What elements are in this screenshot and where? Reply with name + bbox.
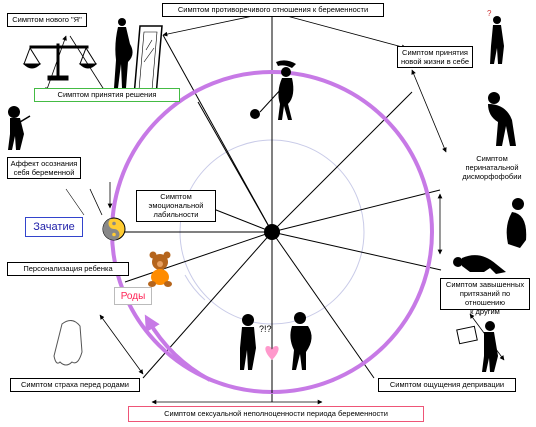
heart-icon — [265, 346, 279, 360]
sexual-label: Симптом сексуальной неполноценности пери… — [128, 406, 424, 422]
claims-label: Симптом завышенных притязаний по отношен… — [440, 278, 530, 316]
cycle-arrow — [144, 314, 211, 382]
personalization-label: Персонализация ребенка — [7, 262, 129, 276]
deprivation-label: Симптом ощущения депривации — [378, 378, 516, 392]
dysmorph-label: Симптом перинатальной дисморфофобии — [452, 153, 532, 181]
svg-text:?: ? — [487, 9, 492, 18]
conception-label: Зачатие — [25, 217, 83, 237]
dysmorph-line-2: перинатальной — [465, 163, 519, 172]
affect-label: Аффект осознания себя беременной — [7, 157, 81, 179]
claims-line-2: притязаний по отношению — [459, 289, 511, 307]
decision-label: Симптом принятия решения — [34, 88, 180, 102]
teddy-bear-icon — [148, 251, 172, 287]
ghost-icon — [53, 320, 83, 366]
shouting-figure-icon — [8, 106, 31, 150]
contemplating-woman-icon — [506, 198, 527, 248]
pregnant-woman-icon — [114, 18, 133, 88]
center-dot — [264, 224, 280, 240]
emotional-line-3: лабильности — [153, 210, 199, 219]
sad-woman-icon — [488, 92, 516, 146]
woman-with-ball-icon — [250, 60, 296, 120]
spokes — [118, 16, 442, 402]
emotional-lability-label: Симптом эмоциональной лабильности — [136, 190, 216, 222]
claims-line-1: Симптом завышенных — [445, 280, 525, 289]
new-self-label: Симптом нового "Я" — [7, 13, 87, 27]
yin-yang-icon — [102, 217, 126, 241]
mirror-icon — [133, 25, 163, 97]
inner-arrow — [184, 274, 206, 301]
new-life-label: Симптом принятия новой жизни в себе — [397, 46, 473, 68]
birth-label: Роды — [114, 287, 152, 305]
confused-woman-icon: ? — [487, 9, 504, 64]
emotional-line-1: Симптом — [160, 192, 192, 201]
new-life-line-1: Симптом принятия — [402, 48, 468, 57]
svg-text:?!?: ?!? — [259, 324, 272, 334]
couple-icon: ?!? — [240, 312, 312, 370]
dysmorph-line-3: дисморфофобии — [462, 172, 522, 181]
scales-icon — [22, 43, 98, 81]
affect-line-1: Аффект осознания — [10, 159, 78, 168]
woman-with-sign-icon — [456, 321, 498, 372]
affect-line-2: себя беременной — [13, 168, 75, 177]
dysmorph-line-1: Симптом — [476, 154, 508, 163]
crawling-woman-icon — [453, 255, 506, 274]
top-symptom-label: Симптом противоречивого отношения к бере… — [162, 3, 384, 17]
emotional-line-2: эмоциональной — [148, 201, 204, 210]
claims-line-3: к другим — [470, 307, 500, 316]
new-life-line-2: новой жизни в себе — [400, 57, 469, 66]
fear-label: Симптом страха перед родами — [10, 378, 140, 392]
